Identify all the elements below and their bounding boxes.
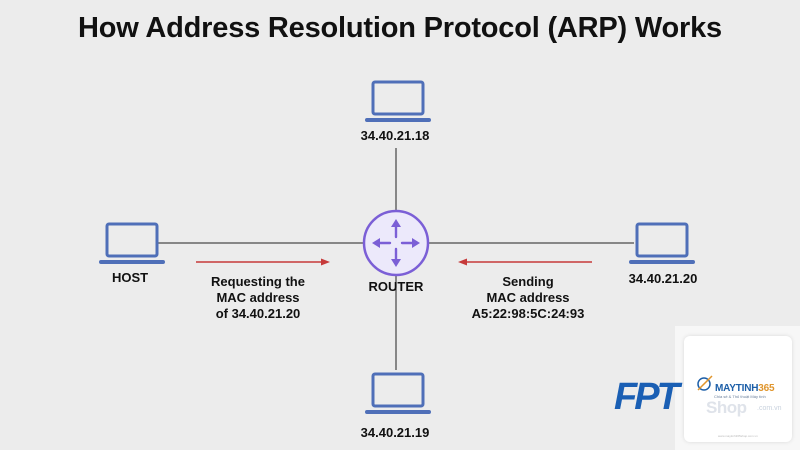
watermark-shop: Shop <box>706 398 747 417</box>
ip-label-right: 34.40.21.20 <box>628 271 698 286</box>
request-line-2: MAC address <box>216 290 300 305</box>
request-arrow <box>196 258 330 266</box>
reply-line-1: Sending <box>502 274 554 289</box>
ip-label-bottom: 34.40.21.19 <box>360 425 430 440</box>
laptop-host-icon <box>99 222 165 264</box>
page-title: How Address Resolution Protocol (ARP) Wo… <box>78 12 722 44</box>
watermark-brand: MAYTINH365 <box>715 383 775 394</box>
router-icon <box>362 209 430 277</box>
request-message: Requesting the MAC address of 34.40.21.2… <box>188 274 328 322</box>
ip-label-top: 34.40.21.18 <box>360 128 430 143</box>
watermark-tagline: Chia sẻ & Thủ thuật Máy tính <box>714 394 766 399</box>
laptop-top-icon <box>365 80 431 122</box>
laptop-right-icon <box>629 222 695 264</box>
watermark-domain: .com.vn <box>757 405 782 412</box>
request-line-3: of 34.40.21.20 <box>215 306 301 321</box>
reply-line-3: A5:22:98:5C:24:93 <box>471 306 585 321</box>
watermark-brand-number: 365 <box>758 383 775 394</box>
reply-message: Sending MAC address A5:22:98:5C:24:93 <box>458 274 598 322</box>
request-line-1: Requesting the <box>211 274 305 289</box>
laptop-bottom-icon <box>365 372 431 414</box>
reply-line-2: MAC address <box>486 290 570 305</box>
reply-arrow <box>458 258 592 266</box>
host-label: HOST <box>111 270 149 285</box>
router-label: ROUTER <box>368 279 424 294</box>
watermark-brand-prefix: MAYTINH <box>715 383 759 394</box>
watermark-footer-url: www.maytinh365shop.com.vn <box>718 434 758 438</box>
fpt-logo: FPT <box>614 376 680 418</box>
